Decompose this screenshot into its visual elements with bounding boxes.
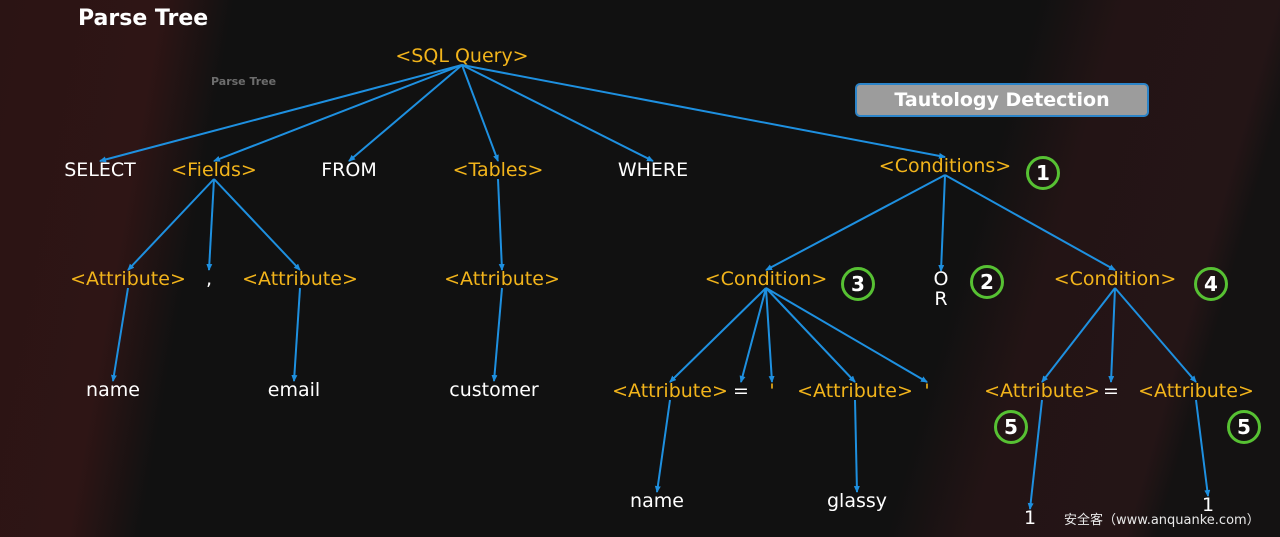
edge-root-to-conditions — [461, 64, 946, 159]
edge-cond_right-to-cr_attr1 — [1041, 287, 1116, 383]
node-attribute: <Attribute> — [612, 380, 728, 402]
edge-conditions-to-cond_right — [944, 174, 1116, 271]
edge-cond_left-to-cl_attr1 — [669, 287, 767, 383]
node-condition-left: <Condition> — [704, 268, 828, 290]
step-marker-2: 2 — [970, 265, 1004, 299]
tautology-detection-badge: Tautology Detection — [855, 83, 1149, 117]
step-marker-3: 3 — [841, 267, 875, 301]
edge-conditions-to-or_o — [938, 174, 946, 272]
step-marker-4: 4 — [1194, 267, 1228, 301]
or-letter-o: O — [933, 268, 949, 290]
edge-cl_attr2-to-glassy — [853, 399, 860, 493]
edge-cond_left-to-cl_quote1 — [765, 287, 775, 383]
node-attribute: <Attribute> — [1138, 380, 1254, 402]
node-attribute: <Attribute> — [70, 268, 186, 290]
edge-root-to-tables — [461, 64, 499, 162]
node-from: FROM — [321, 159, 377, 181]
edge-tables-to-tables_attr — [497, 178, 505, 271]
edge-root-to-from — [348, 64, 463, 162]
node-condition-right: <Condition> — [1053, 268, 1177, 290]
edge-cond_right-to-cr_attr2 — [1114, 287, 1197, 383]
node-quote: ' — [924, 380, 930, 402]
edge-root-to-select — [99, 64, 463, 163]
node-name: name — [630, 490, 684, 512]
edge-cl_attr1-to-name2 — [654, 399, 671, 493]
node-one: 1 — [1023, 507, 1037, 529]
edge-fields-to-fields_comma — [206, 178, 215, 271]
node-attribute: <Attribute> — [797, 380, 913, 402]
watermark: 安全客（www.anquanke.com） — [1064, 513, 1260, 528]
step-marker-5-right: 5 — [1227, 410, 1261, 444]
step-marker-5-left: 5 — [994, 410, 1028, 444]
node-select: SELECT — [64, 159, 136, 181]
node-conditions: <Conditions> — [878, 155, 1012, 177]
node-glassy: glassy — [826, 490, 888, 512]
node-where: WHERE — [617, 159, 689, 181]
edge-fields-to-fields_attr2 — [213, 178, 301, 271]
edge-cr_attr1-to-one1 — [1027, 399, 1043, 510]
edge-root-to-where — [461, 64, 654, 162]
edge-conditions-to-cond_left — [765, 174, 946, 271]
node-or: O R — [934, 269, 949, 309]
node-comma: , — [205, 268, 213, 290]
step-marker-1: 1 — [1026, 156, 1060, 190]
node-customer: customer — [449, 379, 539, 401]
edge-cond_right-to-cr_eq — [1108, 287, 1116, 383]
node-name: name — [86, 379, 140, 401]
node-equals: = — [733, 380, 749, 402]
node-attribute: <Attribute> — [242, 268, 358, 290]
edge-root-to-fields — [213, 64, 463, 162]
node-attribute: <Attribute> — [444, 268, 560, 290]
slide-subtitle: Parse Tree — [211, 75, 277, 88]
node-email: email — [267, 379, 321, 401]
edge-cr_attr2-to-one2 — [1195, 399, 1211, 497]
node-sql-query: <SQL Query> — [395, 45, 529, 67]
edge-fields_attr2-to-email — [291, 287, 301, 382]
node-attribute: <Attribute> — [984, 380, 1100, 402]
or-letter-r: R — [934, 288, 948, 310]
edge-fields-to-fields_attr1 — [127, 178, 215, 271]
edge-tables_attr-to-customer — [491, 287, 503, 382]
slide-title: Parse Tree — [78, 6, 209, 31]
node-one: 1 — [1201, 494, 1215, 516]
node-fields: <Fields> — [171, 159, 257, 181]
edge-fields_attr1-to-name1 — [110, 287, 129, 382]
edge-cond_left-to-cl_quote2 — [765, 287, 928, 383]
edge-cond_left-to-cl_eq — [739, 287, 767, 383]
edge-cond_left-to-cl_attr2 — [765, 287, 856, 383]
node-quote: ' — [769, 380, 775, 402]
node-tables: <Tables> — [452, 159, 544, 181]
node-equals: = — [1103, 380, 1119, 402]
